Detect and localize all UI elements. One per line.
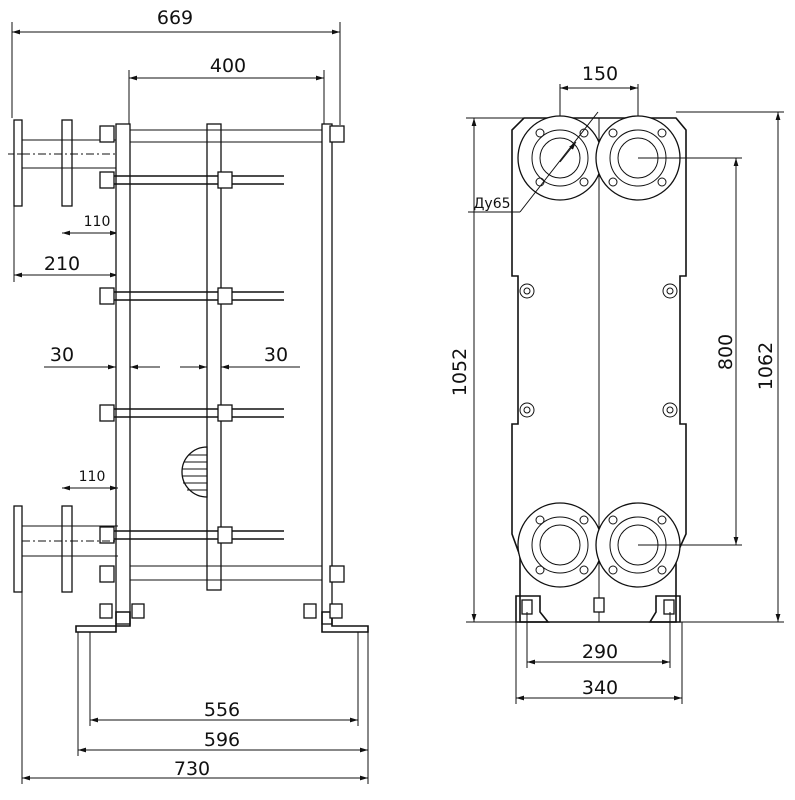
dimension-nozzle-bottom: 110 (62, 469, 118, 491)
dimension-nozzle-offset: 210 (13, 206, 118, 282)
dim-label-30-left: 30 (50, 344, 74, 366)
base-feet (75, 603, 369, 633)
dim-label-400: 400 (210, 55, 246, 77)
dimension-port-spacing-h: 150 (559, 63, 639, 116)
bottom-nozzle (13, 505, 118, 593)
frame (115, 123, 333, 625)
dim-label-1062: 1062 (755, 342, 777, 390)
front-view: 150 Ду65 1052 800 1062 (449, 63, 784, 704)
side-view: 669 400 110 210 (8, 7, 369, 784)
tie-bolts (99, 125, 345, 583)
dim-label-150: 150 (582, 63, 618, 85)
dim-label-dn65: Ду65 (473, 196, 510, 212)
dimension-nozzle-top: 110 (62, 214, 118, 236)
dimension-overall-top: 669 (11, 7, 341, 125)
dimension-foot-spacing: 290 (526, 612, 671, 668)
plate-pack-section (181, 446, 208, 498)
dim-label-30-right: 30 (264, 344, 288, 366)
dim-label-669: 669 (157, 7, 193, 29)
dimension-port-spacing-v: 800 (638, 157, 742, 546)
bolt-head (329, 125, 345, 143)
nominal-diameter-callout: Ду65 (468, 111, 599, 213)
tie-bolt (99, 287, 284, 305)
dim-label-800: 800 (715, 334, 737, 370)
bolt-head (99, 565, 115, 583)
front-feet (515, 595, 681, 623)
tie-bolt (99, 404, 284, 422)
dimension-base: 556 596 730 (21, 592, 369, 784)
dim-label-210: 210 (44, 253, 80, 275)
tie-bolt (99, 171, 284, 189)
dimension-gaps: 30 30 (44, 344, 300, 370)
dim-label-730: 730 (174, 758, 210, 780)
dim-label-110-top: 110 (84, 214, 111, 230)
dimension-height-right: 1062 (676, 111, 784, 623)
side-bolts (519, 283, 678, 418)
dim-label-1052: 1052 (449, 348, 471, 396)
dim-label-596: 596 (204, 729, 240, 751)
bolt-head (99, 125, 115, 143)
bolt-head (329, 565, 345, 583)
port-top-left (517, 115, 603, 201)
tie-bolt (99, 526, 284, 544)
dim-label-340: 340 (582, 677, 618, 699)
dimension-frame-width: 400 (128, 55, 325, 125)
dim-label-110-bottom: 110 (79, 469, 106, 485)
dimension-height-left: 1052 (449, 117, 524, 623)
dim-label-290: 290 (582, 641, 618, 663)
port-bottom-left (517, 502, 603, 588)
dim-label-556: 556 (204, 699, 240, 721)
dimension-base-width: 340 (515, 622, 683, 704)
